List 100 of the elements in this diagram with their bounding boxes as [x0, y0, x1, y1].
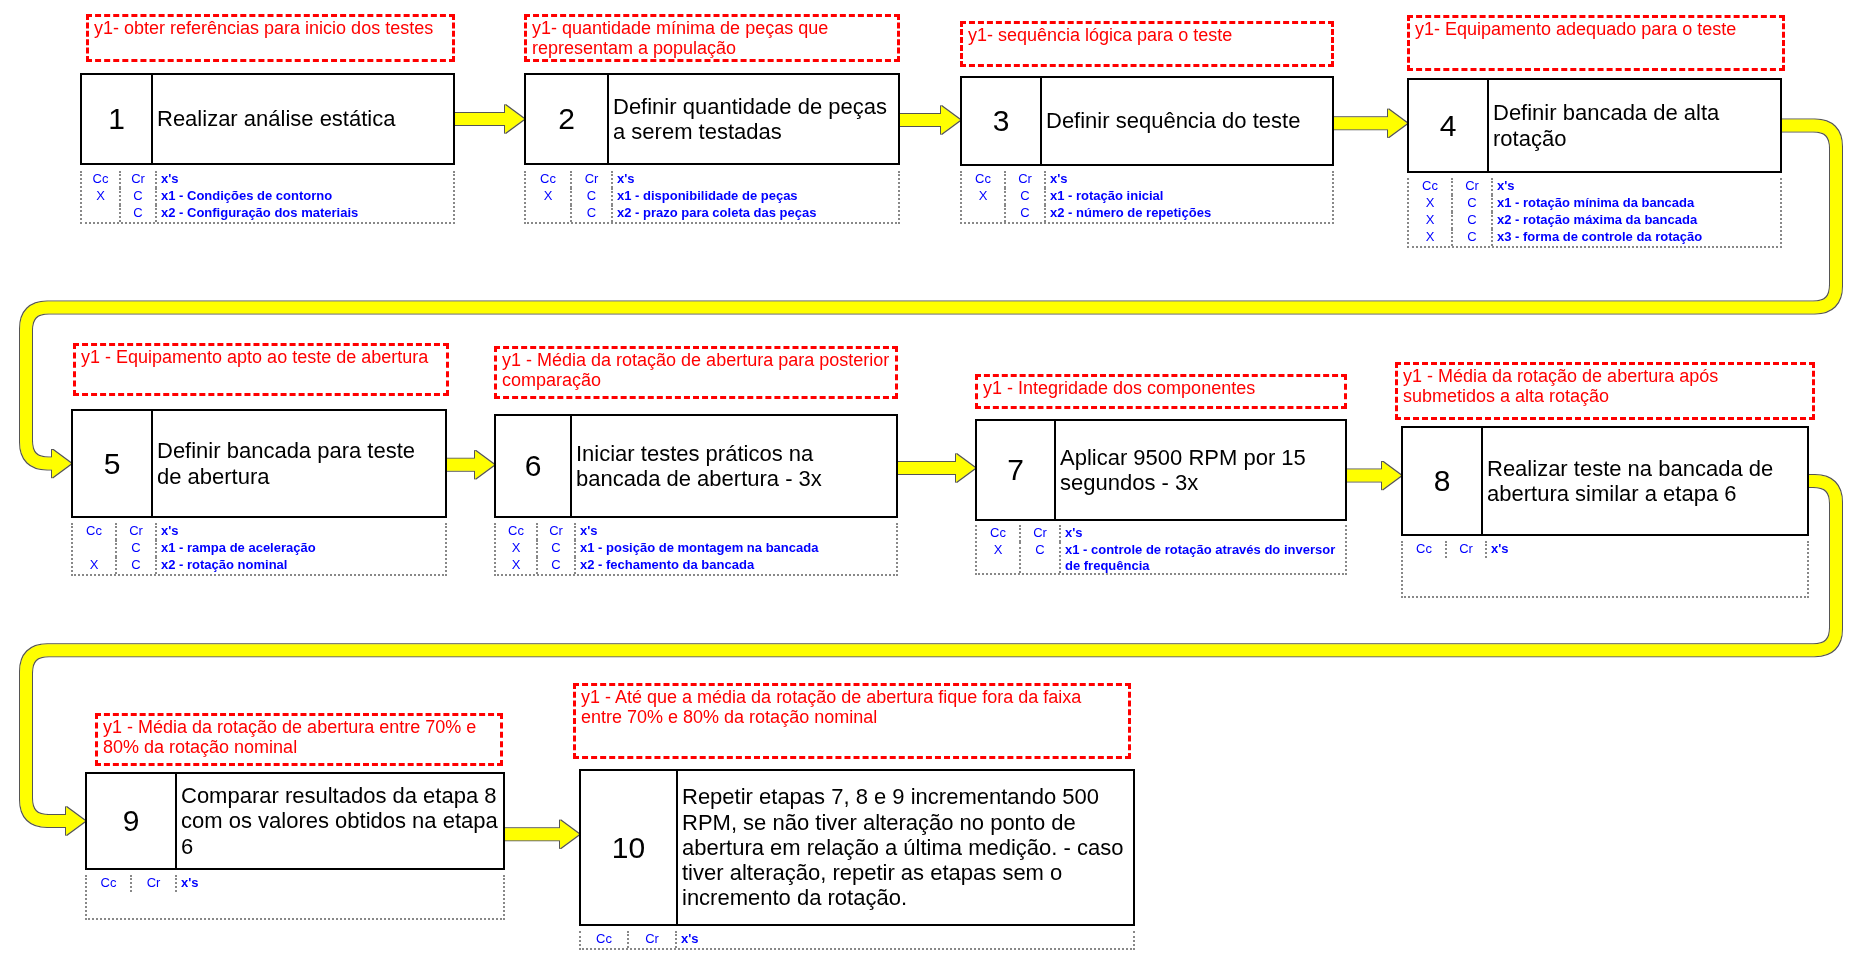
- table-text: X: [1425, 229, 1435, 244]
- dashed-note-box: [1407, 15, 1785, 71]
- step-text: Definir bancada de alta rotação: [1493, 100, 1721, 151]
- table-text: X: [96, 188, 105, 203]
- table-text: x's: [161, 171, 179, 186]
- table-text: Cr: [1465, 178, 1479, 193]
- process-box: [1401, 426, 1809, 536]
- table-text: Cr: [1033, 525, 1047, 540]
- table-text: C: [131, 540, 141, 555]
- table-text: Cc: [990, 525, 1006, 540]
- table-text: Cc: [86, 523, 102, 538]
- step-number: 5: [103, 446, 121, 481]
- step-text: Definir sequência do teste: [1046, 108, 1301, 134]
- table-text: X: [89, 557, 99, 572]
- note-text: y1 - Até que a média da rotação de abertura fique fora da faixa entre 70% e 80% da rotação nominal: [581, 687, 1082, 728]
- dashed-note-box: [975, 374, 1347, 409]
- table-text: X: [993, 542, 1003, 557]
- table-text: x2 - rotação máxima da bancada: [1497, 212, 1698, 227]
- dashed-note-box: [960, 21, 1334, 67]
- table-text: Cr: [549, 523, 563, 538]
- table-text: Cc: [508, 523, 524, 538]
- process-box: [71, 409, 447, 518]
- process-box: [524, 73, 900, 165]
- table-text: C: [1035, 542, 1045, 557]
- table-text: C: [1020, 205, 1030, 220]
- table-text: Cr: [645, 931, 659, 946]
- table-text: X: [1425, 195, 1435, 210]
- step-number: 7: [1007, 453, 1024, 487]
- table-text: x3 - forma de controle da rotação: [1497, 229, 1703, 244]
- table-text: Cc: [975, 171, 991, 186]
- table-text: Cr: [129, 523, 143, 538]
- table-text: X: [511, 557, 521, 572]
- table-text: C: [1467, 195, 1477, 210]
- step-text: Realizar análise estática: [157, 106, 396, 132]
- dashed-note-box: [86, 14, 455, 62]
- note-text: y1 - Integridade dos componentes: [983, 378, 1256, 398]
- note-text: y1 - Média da rotação de abertura entre 70% e 80% da rotação nominal: [103, 717, 477, 758]
- block-arrow: [900, 106, 960, 134]
- dashed-note-box: [524, 14, 900, 63]
- table-text: Cc: [540, 171, 556, 186]
- step-text: Aplicar 9500 RPM por 15 segundos - 3x: [1060, 444, 1307, 496]
- process-box: [494, 414, 898, 518]
- note-text: y1- Equipamento adequado para o teste: [1415, 19, 1737, 39]
- note-text: y1 - Média da rotação de abertura para posterior comparação: [502, 350, 890, 391]
- table-text: Cc: [596, 931, 612, 946]
- table-text: C: [551, 540, 561, 555]
- table-text: x2 - número de repetições: [1050, 205, 1212, 220]
- dashed-note-box: [1395, 362, 1815, 420]
- process-box: [1407, 78, 1782, 173]
- table-text: C: [586, 188, 597, 203]
- step-text: Repetir etapas 7, 8 e 9 incrementando 500 RPM, se não tiver alteração no ponto de abertura em relação a última medição. - caso tiver alteração, repetir as etapas sem o incremento da rotação.: [682, 784, 1125, 911]
- table-text: x2 - fechamento da bancada: [580, 557, 755, 572]
- table-text: C: [551, 557, 561, 572]
- table-text: Cr: [146, 875, 161, 890]
- step-number: 6: [524, 449, 542, 483]
- process-box: [579, 769, 1135, 926]
- dashed-note-box: [95, 713, 503, 766]
- step-text: Realizar teste na bancada de abertura similar a etapa 6: [1487, 455, 1775, 507]
- table-text: x1 - rampa de aceleração: [161, 540, 316, 555]
- table-text: Cr: [1459, 541, 1473, 556]
- process-box: [80, 73, 455, 165]
- table-text: x1 - Condições de contorno: [161, 188, 333, 203]
- table-text: Cc: [1422, 178, 1438, 193]
- table-text: C: [1020, 188, 1030, 203]
- table-text: Cr: [584, 171, 599, 186]
- table-text: Cr: [1018, 171, 1032, 186]
- dashed-note-box: [573, 683, 1131, 759]
- block-arrow: [898, 454, 975, 482]
- block-arrow: [447, 450, 494, 479]
- step-number: 3: [992, 104, 1010, 138]
- step-number: 8: [1433, 464, 1451, 498]
- step-number: 10: [611, 830, 646, 865]
- step-number: 1: [108, 102, 125, 136]
- table-text: X: [543, 188, 553, 203]
- dashed-note-box: [73, 343, 449, 396]
- table-text: C: [586, 205, 597, 220]
- process-box: [960, 76, 1334, 166]
- table-text: x1 - controle de rotação através do inversor de frequência: [1065, 542, 1336, 573]
- table-text: x's: [580, 523, 598, 538]
- table-text: Cr: [131, 171, 145, 186]
- table-text: x2 - rotação nominal: [161, 557, 288, 572]
- table-text: x's: [681, 931, 699, 946]
- table-text: C: [131, 557, 141, 572]
- block-arrow: [1347, 461, 1401, 490]
- block-arrow: [505, 820, 579, 849]
- block-arrow: [1334, 109, 1407, 138]
- table-text: C: [1467, 212, 1477, 227]
- table-text: x's: [161, 523, 179, 538]
- table-text: x's: [617, 171, 635, 186]
- step-text: Definir bancada para teste de abertura: [157, 438, 417, 489]
- table-text: x2 - Configuração dos materiais: [161, 205, 359, 220]
- note-text: y1- sequência lógica para o teste: [968, 25, 1233, 45]
- block-arrow: [455, 105, 524, 133]
- step-text: Comparar resultados da etapa 8 com os valores obtidos na etapa 6: [181, 783, 499, 859]
- step-number: 9: [122, 804, 140, 838]
- step-text: Iniciar testes práticos na bancada de abertura - 3x: [576, 440, 823, 492]
- table-text: Cc: [1416, 541, 1432, 556]
- table-text: x1 - posição de montagem na bancada: [580, 540, 819, 555]
- table-text: x1 - disponibilidade de peças: [617, 188, 798, 203]
- process-box: [85, 772, 505, 870]
